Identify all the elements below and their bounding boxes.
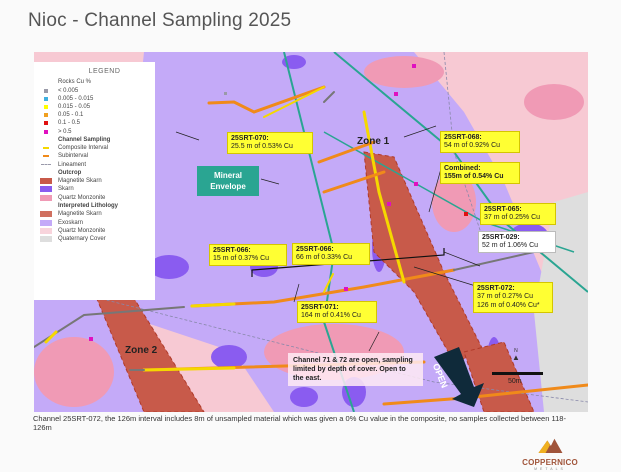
legend-item-label: 0.1 - 0.5 xyxy=(58,120,81,127)
lineament-swatch xyxy=(40,164,52,166)
legend-swatch xyxy=(40,129,52,134)
label-25srt-029: 25SRT-029:52 m of 1.06% Cu xyxy=(478,231,556,253)
legend-item: 0.015 - 0.05 xyxy=(40,103,149,111)
legend-item-label: Magnetite Skarn xyxy=(58,178,102,185)
legend-swatch xyxy=(40,104,52,109)
legend-item-label: 0.015 - 0.05 xyxy=(58,103,91,110)
label-combined: Combined:155m of 0.54% Cu xyxy=(440,162,520,184)
legend-swatch xyxy=(40,194,52,201)
legend-swatch xyxy=(40,121,52,126)
legend-swatch xyxy=(40,227,52,234)
legend-item: 0.1 - 0.5 xyxy=(40,119,149,127)
legend-item: Quartz Monzonite xyxy=(40,227,149,235)
north-arrow: N▲ xyxy=(512,348,520,362)
company-logo: COPPERNICO METALS xyxy=(522,437,578,472)
legend-swatch xyxy=(40,88,52,93)
legend-item-label: < 0.005 xyxy=(58,87,79,94)
zone-2-label: Zone 2 xyxy=(125,345,158,356)
legend-outcrop-heading: Outcrop xyxy=(58,169,82,176)
legend-swatch xyxy=(40,219,52,226)
legend-item: Composite Interval xyxy=(40,144,149,152)
page-title: Nioc - Channel Sampling 2025 xyxy=(28,10,292,31)
legend-item: Quaternary Cover xyxy=(40,235,149,243)
north-arrow-icon: ▲ xyxy=(512,353,520,362)
legend-item-label: Quartz Monzonite xyxy=(58,194,106,201)
legend-item-label: Skarn xyxy=(58,186,74,193)
legend-item: Magnetite Skarn xyxy=(40,177,149,185)
open-note: Channel 71 & 72 are open, sampling limit… xyxy=(288,353,423,386)
legend-item: > 0.5 xyxy=(40,127,149,135)
legend-swatch xyxy=(40,235,52,242)
legend-item-label: Composite Interval xyxy=(58,145,109,152)
legend-item-label: 0.05 - 0.1 xyxy=(58,112,84,119)
legend-swatch xyxy=(40,113,52,118)
legend-item-label: > 0.5 xyxy=(58,128,72,135)
open-arrow-icon xyxy=(434,347,484,407)
legend-item-label: Exoskarn xyxy=(58,219,84,226)
legend-interp-heading: Interpreted Lithology xyxy=(58,202,118,209)
legend-item: < 0.005 xyxy=(40,87,149,95)
legend-item: Quartz Monzonite xyxy=(40,194,149,202)
legend-swatch xyxy=(40,96,52,101)
legend-item-label: 0.005 - 0.015 xyxy=(58,95,94,102)
legend-item-label: Quaternary Cover xyxy=(58,235,106,242)
legend-rocks-heading: Rocks Cu % xyxy=(58,79,92,85)
legend-heading: LEGEND xyxy=(88,68,121,75)
mountain-logo-icon xyxy=(538,438,563,453)
label-25srt-068: 25SRT-068:54 m of 0.92% Cu xyxy=(440,131,520,153)
scale-label: 50m xyxy=(508,378,522,385)
footnote: Channel 25SRT-072, the 126m interval inc… xyxy=(33,414,566,432)
legend-swatch xyxy=(40,211,52,218)
label-25srt-066-west: 25SRT-066:15 m of 0.37% Cu xyxy=(209,244,287,266)
legend-item: Subinterval xyxy=(40,152,149,160)
legend-swatch xyxy=(40,186,52,193)
scale-bar xyxy=(492,372,543,375)
legend-item: 0.05 - 0.1 xyxy=(40,111,149,119)
label-25srt-065: 25SRT-065:37 m of 0.25% Cu xyxy=(480,203,556,225)
label-25srt-071: 25SRT-071:164 m of 0.41% Cu xyxy=(297,301,377,323)
legend-item-lineament: Lineament xyxy=(40,161,149,169)
legend-channel-heading: Channel Sampling xyxy=(58,136,111,143)
legend-item: Magnetite Skarn xyxy=(40,210,149,218)
legend-swatch xyxy=(40,178,52,185)
zone-1-label: Zone 1 xyxy=(357,136,390,147)
legend-item: 0.005 - 0.015 xyxy=(40,95,149,103)
legend-item-label: Magnetite Skarn xyxy=(58,211,102,218)
legend-item-label: Quartz Monzonite xyxy=(58,227,106,234)
logo-sub: METALS xyxy=(534,467,566,471)
legend-swatch xyxy=(40,155,52,158)
logo-name: COPPERNICO xyxy=(522,458,578,467)
legend-item: Exoskarn xyxy=(40,218,149,226)
label-25srt-066-central: 25SRT-066:66 m of 0.33% Cu xyxy=(292,243,370,265)
label-25srt-070: 25SRT-070:25.5 m of 0.53% Cu xyxy=(227,132,313,154)
legend-swatch xyxy=(40,147,52,150)
legend-item-label: Subinterval xyxy=(58,153,89,160)
legend-item: Skarn xyxy=(40,185,149,193)
north-label: N xyxy=(514,348,518,354)
